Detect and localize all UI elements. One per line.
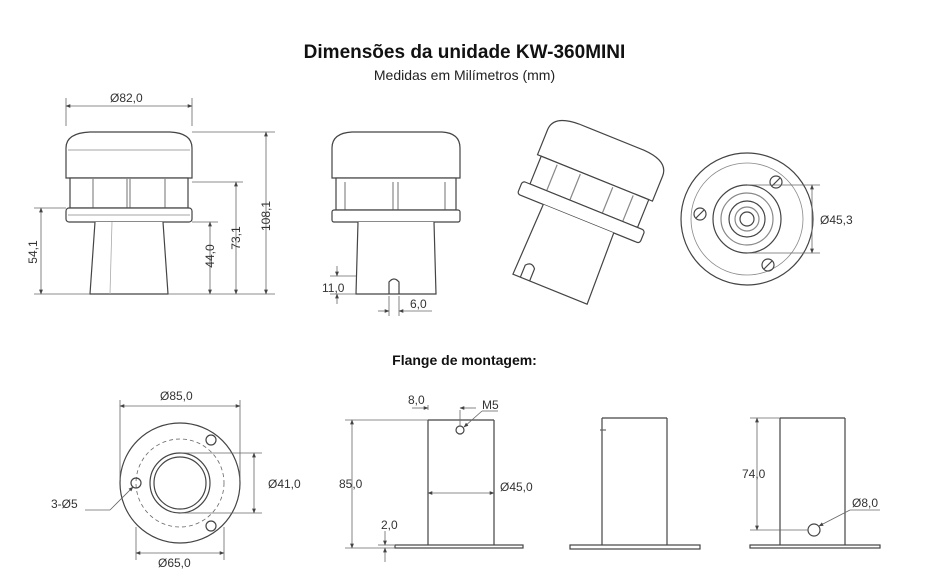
mount-hole-icon xyxy=(130,477,142,489)
dim-slot-width-label: 6,0 xyxy=(410,297,427,311)
unit-top-dimensions xyxy=(747,184,820,254)
dim-flange-holes-label: 3-Ø5 xyxy=(51,497,78,511)
flange-section-view xyxy=(394,419,524,549)
dim-height-total-label: 108,1 xyxy=(259,201,273,231)
unit-isometric-view xyxy=(512,119,665,305)
screw-icon xyxy=(761,258,775,272)
dim-top-diameter-label: Ø45,3 xyxy=(820,213,853,227)
dim-flange-height-label: 85,0 xyxy=(339,477,363,491)
page-subtitle: Medidas em Milímetros (mm) xyxy=(373,67,556,83)
dim-diameter-label: Ø82,0 xyxy=(110,91,143,105)
dim-screw-offset-label: 8,0 xyxy=(408,393,425,407)
flange-side-dimensions xyxy=(750,417,880,531)
screw-icon xyxy=(693,207,707,221)
dim-side-height-label: 74,0 xyxy=(742,467,766,481)
unit-side-view xyxy=(331,131,461,295)
mount-hole-icon xyxy=(205,520,217,532)
flange-top-dimensions xyxy=(85,400,262,560)
dim-flange-outer-label: Ø85,0 xyxy=(160,389,193,403)
unit-side-dimensions xyxy=(330,266,432,316)
dim-tube-diameter-label: Ø45,0 xyxy=(500,480,533,494)
flange-side-view xyxy=(749,417,881,549)
dim-side-hole-label: Ø8,0 xyxy=(852,496,878,510)
flange-section-title: Flange de montagem: xyxy=(392,352,537,368)
dim-height-body-label: 73,1 xyxy=(229,226,243,250)
dim-plate-thickness-label: 2,0 xyxy=(381,518,398,532)
mount-hole-icon xyxy=(205,434,217,446)
dim-flange-base-label: Ø65,0 xyxy=(158,556,191,570)
unit-front-dimensions xyxy=(34,98,275,295)
dim-flange-inner-label: Ø41,0 xyxy=(268,477,301,491)
dim-screw-label: M5 xyxy=(482,398,499,412)
dim-height-left-label: 54,1 xyxy=(26,240,40,264)
dim-height-base-label: 44,0 xyxy=(203,244,217,268)
flange-section-dimensions xyxy=(345,405,498,562)
unit-front-view xyxy=(65,131,193,295)
flange-top-view xyxy=(119,422,241,544)
unit-top-view xyxy=(680,152,814,286)
page-title: Dimensões da unidade KW-360MINI xyxy=(303,42,626,63)
dim-slot-height-label: 11,0 xyxy=(322,281,345,295)
flange-outline-view xyxy=(569,417,701,550)
